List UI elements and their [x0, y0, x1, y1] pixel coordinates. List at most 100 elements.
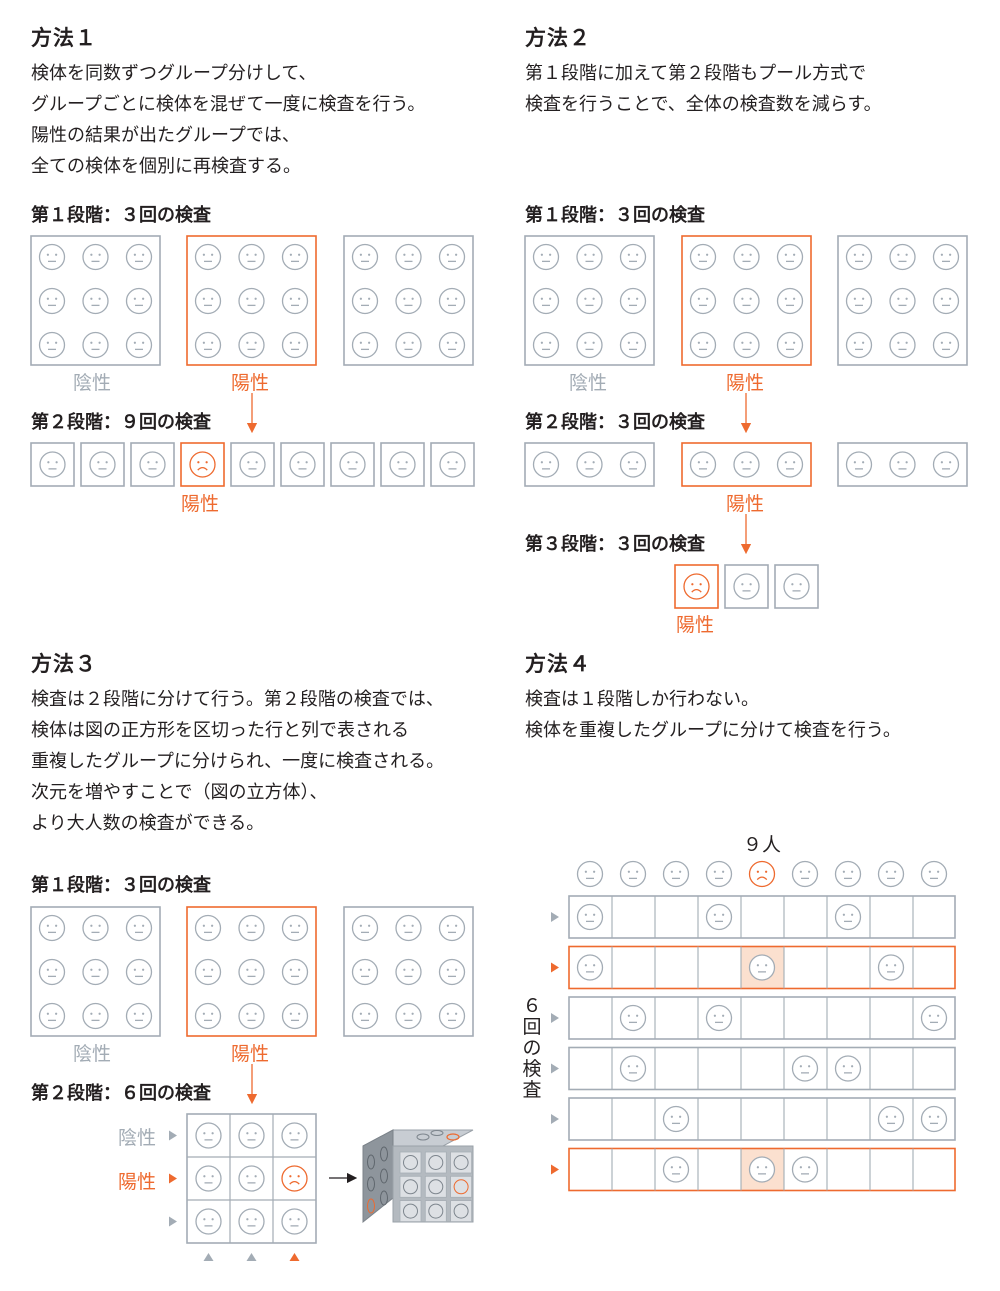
- face-outline: [351, 287, 379, 315]
- face-eye: [706, 341, 709, 344]
- face-eye: [905, 253, 908, 256]
- face-outline: [932, 331, 960, 359]
- face-eye: [446, 968, 449, 971]
- neutral-face-icon: [920, 1105, 948, 1133]
- row-marker-arrow: [169, 1216, 177, 1227]
- face-eye: [862, 461, 865, 464]
- face-eye: [202, 341, 205, 344]
- face-eye: [98, 1012, 101, 1015]
- face-outline: [889, 287, 916, 315]
- face-eye: [133, 297, 136, 300]
- face-eye: [749, 297, 752, 300]
- face-eye: [298, 253, 301, 256]
- row-marker-arrow: [551, 1114, 559, 1124]
- face-eye: [741, 341, 744, 344]
- method3-stage2-label: 第２段階：６回の検査: [31, 1083, 211, 1104]
- face-outline: [920, 1004, 948, 1032]
- sad-face-icon: [683, 573, 710, 600]
- face-outline: [39, 451, 66, 478]
- face-outline: [705, 1004, 733, 1032]
- neutral-face-icon: [619, 1055, 647, 1082]
- cube-face-icon: [428, 1179, 444, 1195]
- face-eye: [211, 1218, 214, 1221]
- neutral-face-icon: [619, 451, 647, 478]
- face-outline: [619, 287, 647, 315]
- neutral-face-icon: [89, 451, 116, 478]
- face-eye: [359, 341, 362, 344]
- face-outline: [238, 1208, 265, 1235]
- neutral-face-icon: [705, 860, 733, 888]
- method3-description: 検査は２段階に分けて行う。第２段階の検査では、 検体は図の正方形を区切った行と列…: [31, 684, 444, 839]
- face-outline: [395, 914, 422, 942]
- face-eye: [359, 968, 362, 971]
- face-outline: [238, 287, 265, 315]
- face-outline: [238, 1165, 265, 1192]
- face-eye: [851, 870, 854, 873]
- face-outline: [689, 451, 717, 478]
- face-eye: [98, 297, 101, 300]
- neutral-face-icon: [576, 451, 603, 478]
- face-eye: [636, 253, 639, 256]
- face-eye: [368, 924, 371, 927]
- face-eye: [549, 461, 552, 464]
- neutral-face-icon: [705, 903, 733, 931]
- face-eye: [897, 297, 900, 300]
- face-eye: [347, 461, 350, 464]
- face-eye: [584, 253, 587, 256]
- face-outline: [125, 914, 153, 942]
- face-eye: [713, 1014, 716, 1017]
- face-eye: [359, 253, 362, 256]
- face-eye: [289, 1175, 292, 1178]
- grid-3x3-box: [186, 1113, 317, 1244]
- method4-desc-line: 検体を重複したグループに分けて検査を行う。: [525, 720, 901, 741]
- face-outline: [662, 1105, 690, 1133]
- method3-title: 方法３: [31, 652, 97, 676]
- subpool-box: [524, 442, 655, 487]
- row-marker-arrow: [551, 1013, 559, 1023]
- face-outline: [238, 1122, 265, 1149]
- method3-positive-label: 陽性: [231, 1043, 270, 1065]
- face-eye: [47, 461, 50, 464]
- face-eye: [55, 968, 58, 971]
- face-eye: [627, 297, 630, 300]
- sample-box: [330, 442, 375, 487]
- face-outline: [576, 451, 603, 478]
- neutral-face-icon: [195, 1165, 222, 1192]
- face-outline: [281, 243, 309, 271]
- face-eye: [549, 297, 552, 300]
- face-eye: [411, 297, 414, 300]
- face-eye: [411, 341, 414, 344]
- sad-face-icon: [189, 451, 216, 478]
- neutral-face-icon: [194, 287, 222, 315]
- face-outline: [38, 331, 66, 359]
- neutral-face-icon: [619, 243, 647, 271]
- face-eye: [254, 253, 257, 256]
- neutral-face-icon: [733, 331, 760, 359]
- face-eye: [765, 870, 768, 873]
- face-eye: [368, 253, 371, 256]
- method3-desc-line: 重複したグループに分けられ、一度に検査される。: [31, 751, 445, 772]
- face-eye: [142, 253, 145, 256]
- face-eye: [699, 583, 702, 586]
- face-eye: [894, 964, 897, 967]
- face-eye: [679, 1166, 682, 1169]
- face-eye: [784, 297, 787, 300]
- row-marker-arrow: [169, 1130, 177, 1141]
- face-outline: [576, 954, 604, 981]
- face-eye: [142, 297, 145, 300]
- face-eye: [368, 341, 371, 344]
- face-eye: [211, 1175, 214, 1178]
- face-outline: [576, 287, 603, 315]
- face-eye: [90, 253, 93, 256]
- face-eye: [799, 870, 802, 873]
- face-outline: [783, 573, 810, 600]
- face-outline: [776, 243, 804, 271]
- sample-box: [80, 442, 125, 487]
- face-eye: [741, 253, 744, 256]
- face-outline: [532, 331, 560, 359]
- sad-face-icon: [281, 1165, 308, 1192]
- face-eye: [105, 461, 108, 464]
- face-outline: [395, 287, 422, 315]
- face-eye: [289, 1012, 292, 1015]
- face-outline: [776, 331, 804, 359]
